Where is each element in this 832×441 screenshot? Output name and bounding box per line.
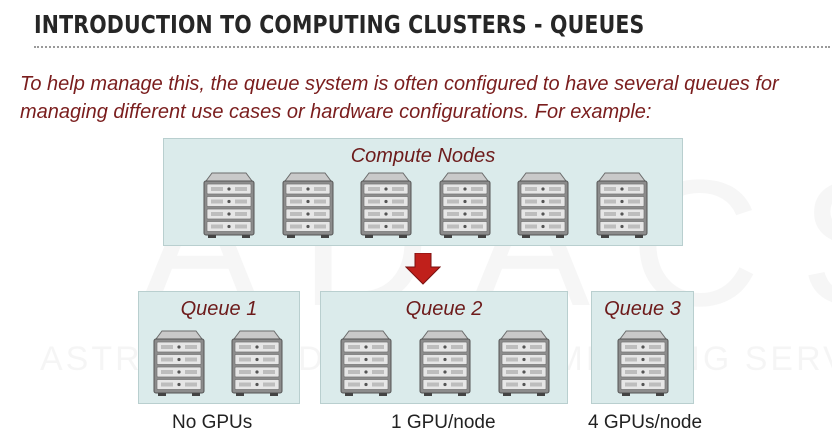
queue-1-box: Queue 1 xyxy=(138,291,300,404)
intro-text: To help manage this, the queue system is… xyxy=(20,73,779,123)
compute-nodes-box: Compute Nodes xyxy=(163,138,683,246)
server-icon xyxy=(439,172,490,238)
server-icon xyxy=(617,330,669,396)
title-divider xyxy=(34,46,830,48)
server-icon xyxy=(203,172,255,238)
queue-3-caption: 4 GPUs/node xyxy=(588,412,703,433)
queue-1-label: Queue 1 xyxy=(180,298,258,320)
slide-title: INTRODUCTION TO COMPUTING CLUSTERS - QUE… xyxy=(34,10,645,39)
queue-1-caption: No GPUs xyxy=(172,412,253,433)
server-icon xyxy=(517,172,569,238)
server-icon xyxy=(419,330,471,396)
server-icon xyxy=(340,330,392,396)
server-icon xyxy=(360,172,412,238)
server-icon xyxy=(231,330,283,396)
server-icon xyxy=(153,330,205,396)
down-arrow-icon xyxy=(405,253,441,285)
queue-3-label: Queue 3 xyxy=(604,298,681,320)
queue-3-box: Queue 3 xyxy=(591,291,694,404)
server-icon xyxy=(596,172,647,238)
queue-2-caption: 1 GPU/node xyxy=(391,412,496,433)
server-icon xyxy=(282,172,333,238)
server-icon xyxy=(498,330,550,396)
compute-nodes-label: Compute Nodes xyxy=(350,145,496,167)
queue-2-box: Queue 2 xyxy=(320,291,568,404)
queue-2-label: Queue 2 xyxy=(405,298,483,320)
